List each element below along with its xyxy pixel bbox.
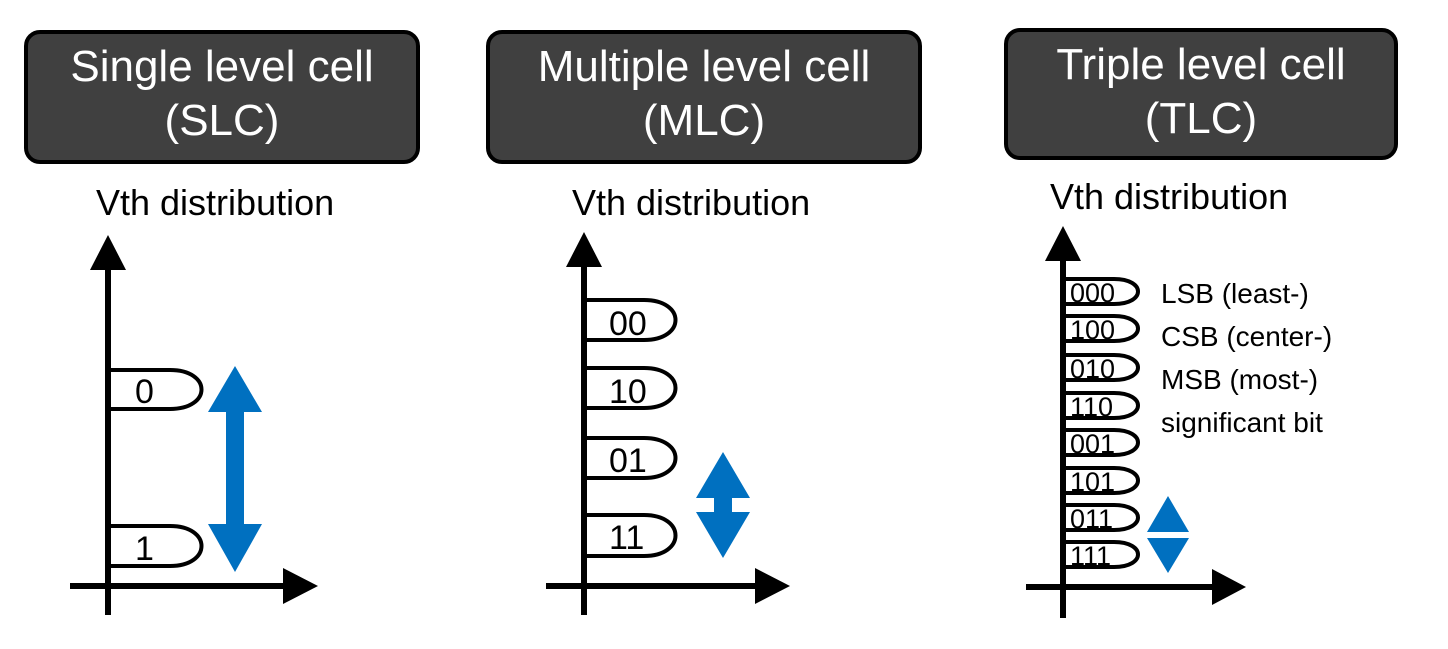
mlc-y-axis-arrowhead <box>566 232 602 267</box>
mlc-distribution-01 <box>584 436 678 480</box>
mlc-x-axis-arrowhead <box>755 568 790 604</box>
slc-title-box: Single level cell (SLC) <box>24 30 420 164</box>
tlc-distribution-100 <box>1063 314 1140 343</box>
slc-title-line1: Single level cell <box>70 42 374 91</box>
mlc-diagram: 00 10 01 11 <box>546 232 790 615</box>
tlc-distributions <box>1063 277 1140 569</box>
mlc-title-box: Multiple level cell (MLC) <box>486 30 922 164</box>
tlc-vth-label: Vth distribution <box>1050 176 1289 217</box>
tlc-state-001: 001 <box>1070 429 1115 459</box>
tlc-bit-legend: LSB (least-) CSB (center-) MSB (most-) s… <box>1161 272 1332 444</box>
tlc-state-111: 111 <box>1070 541 1111 571</box>
tlc-y-axis-arrowhead <box>1045 226 1081 261</box>
tlc-x-axis-arrowhead <box>1212 569 1246 605</box>
tlc-state-110: 110 <box>1070 392 1113 422</box>
tlc-distribution-010 <box>1063 353 1140 382</box>
tlc-legend-csb: CSB (center-) <box>1161 321 1333 352</box>
tlc-title-line2: (TLC) <box>1144 94 1258 143</box>
tlc-distribution-110 <box>1063 391 1140 420</box>
tlc-state-101: 101 <box>1070 467 1115 497</box>
mlc-distribution-11 <box>584 513 678 558</box>
slc-window-arrow <box>208 366 262 572</box>
mlc-vth-label: Vth distribution <box>572 182 811 223</box>
mlc-distribution-10 <box>584 366 678 410</box>
mlc-state-10: 10 <box>609 373 647 411</box>
tlc-title-box: Triple level cell (TLC) <box>1004 28 1398 160</box>
slc-state-0: 0 <box>135 373 154 411</box>
tlc-state-000: 000 <box>1070 278 1115 308</box>
slc-title-line2: (SLC) <box>164 96 280 145</box>
slc-distribution-1 <box>108 524 204 568</box>
tlc-state-010: 010 <box>1070 354 1115 384</box>
mlc-window-arrow <box>696 452 750 558</box>
mlc-title-line2: (MLC) <box>642 96 766 145</box>
tlc-legend-lsb: LSB (least-) <box>1161 278 1309 309</box>
slc-x-axis-arrowhead <box>283 568 318 604</box>
tlc-state-100: 100 <box>1070 315 1115 345</box>
slc-distribution-0 <box>108 368 204 411</box>
slc-state-1: 1 <box>135 530 154 568</box>
tlc-distribution-011 <box>1063 503 1140 532</box>
mlc-state-00: 00 <box>609 305 647 343</box>
mlc-title-line1: Multiple level cell <box>537 42 871 91</box>
tlc-distribution-111 <box>1063 540 1140 569</box>
slc-vth-label: Vth distribution <box>96 182 335 223</box>
slc-diagram: 0 1 <box>70 235 318 615</box>
tlc-distribution-000 <box>1063 277 1140 306</box>
mlc-panel: Multiple level cell (MLC) Vth distributi… <box>482 0 964 649</box>
mlc-state-01: 01 <box>609 442 647 480</box>
tlc-title-line1: Triple level cell <box>1056 40 1346 89</box>
tlc-distribution-101 <box>1063 466 1140 495</box>
tlc-legend-msb: MSB (most-) <box>1161 364 1319 395</box>
tlc-diagram: 000 100 010 110 001 101 011 111 <box>1026 226 1246 618</box>
mlc-state-11: 11 <box>609 519 644 557</box>
tlc-window-arrow <box>1147 496 1189 573</box>
slc-y-axis-arrowhead <box>90 235 126 270</box>
mlc-distribution-00 <box>584 298 678 342</box>
tlc-state-011: 011 <box>1070 504 1113 534</box>
tlc-panel: Triple level cell (TLC) Vth distribution… <box>964 0 1446 649</box>
slc-panel: Single level cell (SLC) Vth distribution… <box>0 0 482 649</box>
tlc-legend-significant-bit: significant bit <box>1161 407 1323 438</box>
tlc-distribution-001 <box>1063 428 1140 457</box>
